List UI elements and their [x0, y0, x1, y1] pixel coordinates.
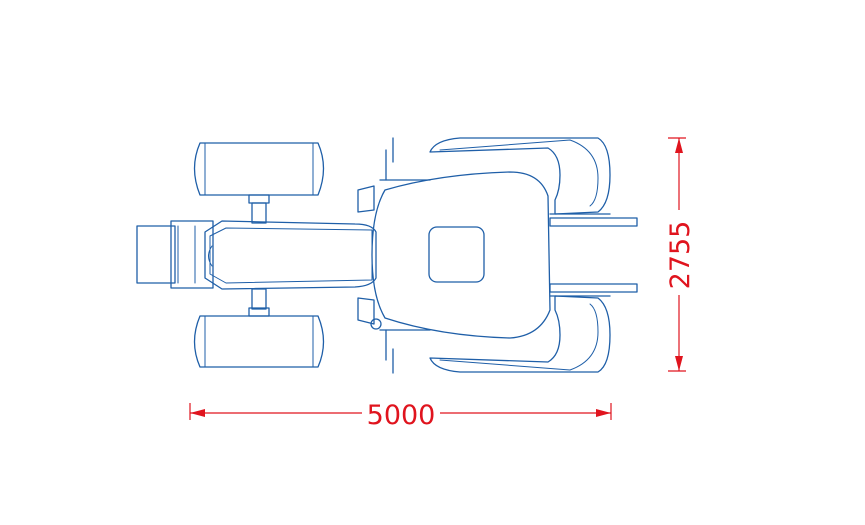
- engine-hood: [204, 220, 377, 290]
- rear-wheel-top: [429, 137, 611, 215]
- front-axle-stub-top: [248, 194, 270, 224]
- tractor-outline: [136, 137, 638, 374]
- side-steps: [357, 185, 375, 325]
- rear-wheel-bottom: [429, 295, 611, 373]
- front-wheel-bottom: [193, 315, 325, 368]
- length-dimension: [189, 403, 612, 420]
- width-arrow-bottom: [675, 356, 683, 371]
- cab-roof: [371, 171, 551, 339]
- mirror-top: [379, 137, 431, 181]
- width-dimension: [668, 137, 686, 372]
- rear-hitch: [549, 213, 638, 297]
- width-label: 2755: [665, 221, 696, 290]
- front-weight: [136, 220, 214, 289]
- front-axle-stub-bottom: [248, 288, 270, 317]
- length-label: 5000: [367, 400, 436, 431]
- roof-hatch: [428, 226, 485, 283]
- width-arrow-top: [675, 138, 683, 153]
- length-arrow-left: [190, 409, 205, 417]
- front-wheel-top: [193, 142, 325, 196]
- mirror-bottom: [370, 318, 431, 374]
- length-arrow-right: [596, 409, 611, 417]
